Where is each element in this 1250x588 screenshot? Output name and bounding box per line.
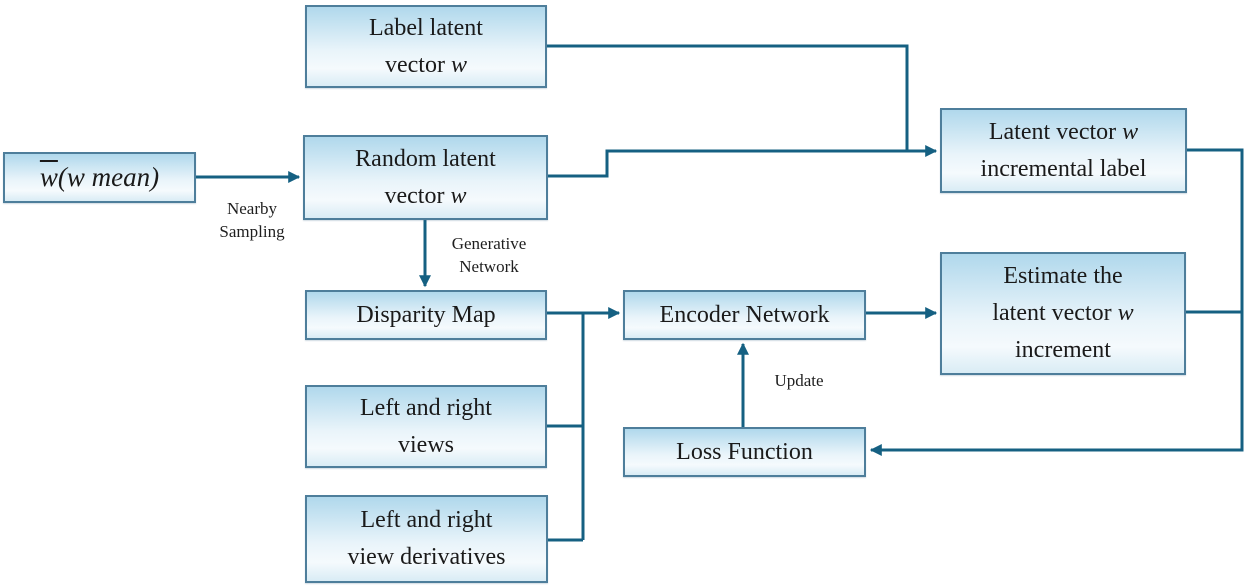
box-encoder-network: Encoder Network <box>623 290 866 340</box>
box-text-line: Loss Function <box>676 438 813 465</box>
edge-label-line: Nearby <box>226 199 278 218</box>
box-left-right-view-derivatives: Left and right view derivatives <box>305 495 548 583</box>
box-text-line: vector w <box>385 51 467 78</box>
box-left-right-views: Left and right views <box>305 385 547 468</box>
connector-labellatent-to-junction <box>547 44 909 151</box>
box-text-line: increment <box>1015 337 1111 363</box>
box-estimate-latent-vector-increment: Estimate the latent vector w increment <box>940 252 1186 375</box>
edge-label-line: Generative <box>451 234 527 253</box>
box-text-line: Left and right <box>360 394 492 421</box>
box-text-line: latent vector w <box>992 300 1134 326</box>
box-text-line: vector w <box>384 182 467 209</box>
connector-random-to-incremental <box>548 145 938 178</box>
edge-label-line: Sampling <box>219 222 285 241</box>
box-text-line: Encoder Network <box>659 301 830 328</box>
box-text-line: Label latent <box>369 14 483 41</box>
edge-label-nearby-sampling: Nearby Sampling <box>198 197 306 243</box>
box-text-line: Left and right <box>360 507 493 533</box>
box-random-latent-vector: Random latent vector w <box>303 135 548 220</box>
box-text-line: Estimate the <box>1003 263 1123 289</box>
box-w-mean: w(w mean) <box>3 152 196 203</box>
box-text-line: Random latent <box>355 145 496 172</box>
box-text-line: Disparity Map <box>356 301 496 328</box>
edge-label-update: Update <box>760 369 838 392</box>
box-text-line: view derivatives <box>347 544 506 570</box>
box-latent-vector-incremental-label: Latent vector w incremental label <box>940 108 1187 193</box>
edge-label-line: Network <box>459 257 519 276</box>
box-loss-function: Loss Function <box>623 427 866 477</box>
box-label-latent-vector: Label latent vector w <box>305 5 547 88</box>
connector-incremental-to-loss <box>869 148 1244 456</box>
box-text-line: Latent vector w <box>988 118 1139 145</box>
box-disparity-map: Disparity Map <box>305 290 547 340</box>
box-text-line: views <box>398 431 454 458</box>
box-text-line: incremental label <box>980 155 1147 182</box>
edge-label-line: Update <box>774 371 824 390</box>
edge-label-generative-network: Generative Network <box>434 232 544 278</box>
box-text-line: w(w mean) <box>39 162 160 192</box>
